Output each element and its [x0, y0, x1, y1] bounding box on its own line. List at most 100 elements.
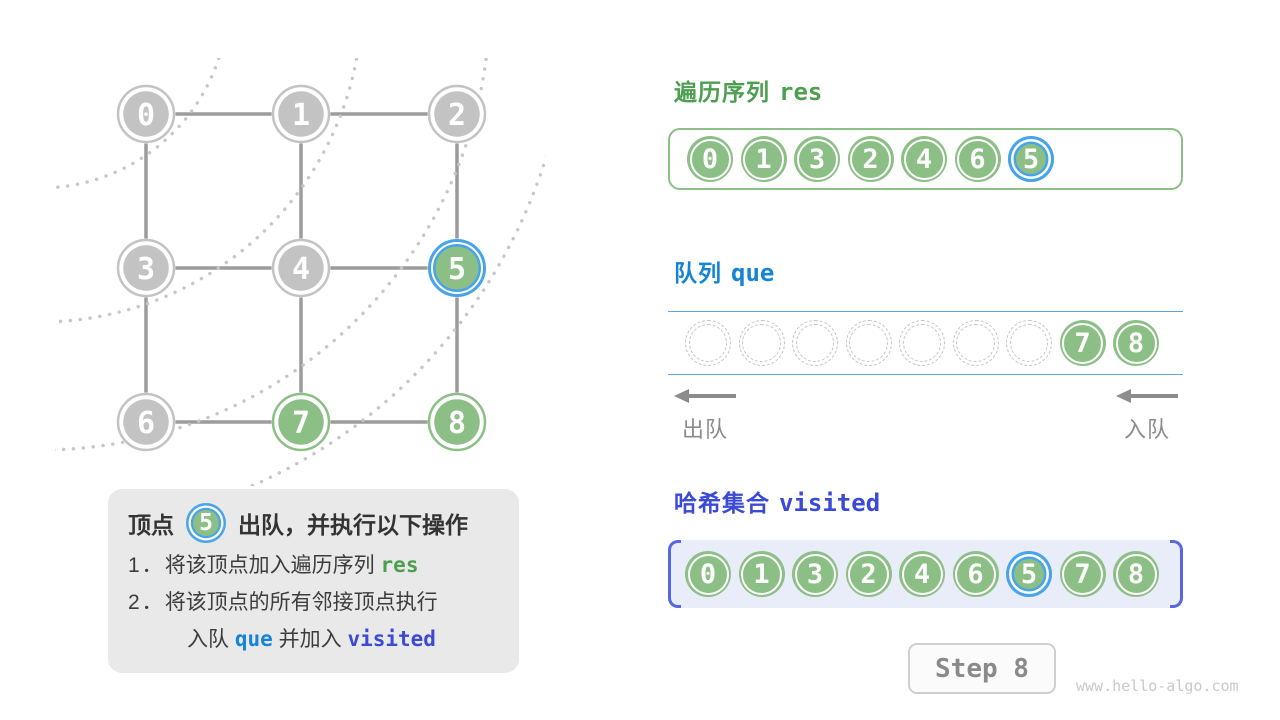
- vertex-label: 5: [448, 252, 466, 287]
- res-heading-cn: 遍历序列: [674, 79, 770, 105]
- visited-chip-1: 1: [738, 551, 785, 597]
- vertex-outer-ring: [427, 84, 487, 144]
- res-token: res: [380, 553, 419, 577]
- step-2-cont-text-1: 入队: [187, 628, 235, 651]
- vertex-core: [278, 399, 324, 445]
- dequeue-arrow-shaft: [686, 394, 736, 398]
- res-chip-2: 2: [847, 136, 894, 182]
- visited-chip-5: 5: [1006, 551, 1052, 597]
- visited-chip-8: 8: [1113, 551, 1159, 597]
- vertex-outer-ring: [428, 239, 486, 297]
- que-token: que: [234, 627, 273, 651]
- visited-heading-cn: 哈希集合: [674, 490, 770, 516]
- vertex-core: [123, 399, 169, 445]
- vertex-outer-ring: [116, 84, 176, 144]
- queue-empty-slot-4: [899, 320, 945, 366]
- enqueue-arrow-shaft: [1128, 394, 1178, 398]
- vertex-label: 1: [292, 98, 310, 133]
- queue-empty-slot-2: [792, 320, 838, 366]
- instruction-step-2-cont: 入队 que 并加入 visited: [128, 621, 499, 659]
- instruction-panel: 顶点 5 出队，并执行以下操作 1．将该顶点加入遍历序列 res 2．将该顶点的…: [108, 489, 519, 673]
- graph-vertex-3: 3: [116, 238, 176, 298]
- graph-vertex-6: 6: [116, 392, 176, 452]
- vertex-outer-ring: [271, 392, 331, 452]
- visited-token: visited: [347, 627, 436, 651]
- vertex-core: [278, 245, 324, 291]
- step-2-cont-text-2: 并加入: [272, 628, 348, 651]
- visited-chip-0: 0: [685, 551, 731, 597]
- vertex-core: [433, 244, 481, 292]
- graph-vertex-4: 4: [271, 238, 331, 298]
- instruction-step-2: 2．将该顶点的所有邻接顶点执行: [128, 585, 499, 622]
- vertex-core: [278, 91, 324, 137]
- instruction-title: 顶点 5 出队，并执行以下操作: [128, 499, 499, 547]
- visited-heading-code: visited: [779, 489, 881, 517]
- res-chip-1: 1: [740, 136, 787, 182]
- vertex-core: [123, 245, 169, 291]
- visited-heading: 哈希集合 visited: [674, 484, 880, 518]
- enqueue-label: 入队: [1124, 417, 1171, 442]
- vertex-outer-ring: [116, 392, 176, 452]
- step-counter-label: Step 8: [935, 653, 1029, 684]
- visited-chip-6: 6: [952, 551, 999, 597]
- res-chip-3: 3: [794, 136, 840, 182]
- step-1-text: 将该顶点加入遍历序列: [164, 554, 381, 577]
- res-heading-code: res: [779, 78, 823, 106]
- step-2-text: 将该顶点的所有邻接顶点执行: [164, 590, 438, 614]
- vertex-label: 0: [137, 98, 155, 133]
- vertex-outer-ring: [271, 84, 331, 144]
- queue-empty-slot-3: [845, 320, 892, 366]
- queue-empty-slot-5: [952, 320, 999, 366]
- res-chip-6: 6: [954, 136, 1001, 182]
- vertex-outer-ring: [116, 238, 176, 298]
- queue-chip-8: 8: [1113, 320, 1159, 366]
- bfs-graph-canvas: 0 1 2 3 4 5 6 7 8: [55, 58, 545, 486]
- graph-vertex-5: 5: [427, 238, 487, 298]
- current-vertex-chip: 5: [186, 503, 226, 543]
- step-counter-box: Step 8: [908, 643, 1056, 694]
- queue-heading-cn: 队列: [674, 260, 722, 286]
- queue-chip-7: 7: [1059, 320, 1106, 366]
- vertex-label: 2: [448, 98, 466, 133]
- queue-empty-slot-0: [685, 320, 731, 366]
- queue-empty-slot-1: [738, 320, 785, 366]
- instruction-step-1: 1．将该顶点加入遍历序列 res: [128, 547, 499, 585]
- vertex-label: 3: [137, 252, 155, 287]
- res-chip-4: 4: [901, 136, 947, 182]
- graph-vertex-0: 0: [116, 84, 176, 144]
- vertex-core: [434, 91, 480, 137]
- enqueue-arrow-icon: [1116, 388, 1178, 404]
- vertex-label: 8: [448, 406, 466, 441]
- vertex-outer-ring: [427, 392, 487, 452]
- vertex-outer-ring: [271, 238, 331, 298]
- watermark: www.hello-algo.com: [1076, 677, 1239, 695]
- queue-heading-code: que: [731, 259, 775, 287]
- vertex-label: 4: [292, 252, 310, 287]
- queue-empty-slot-6: [1006, 320, 1052, 366]
- visited-chip-2: 2: [845, 551, 892, 597]
- vertex-label: 7: [292, 406, 310, 441]
- res-chip-0: 0: [687, 136, 733, 182]
- visited-chip-4: 4: [899, 551, 945, 597]
- vertex-label: 6: [137, 406, 155, 441]
- res-heading: 遍历序列 res: [674, 73, 822, 107]
- queue-heading: 队列 que: [674, 254, 774, 288]
- current-vertex-chip-label: 5: [199, 510, 213, 536]
- vertex-core: [434, 399, 480, 445]
- instruction-title-suffix: 出队，并执行以下操作: [238, 512, 468, 538]
- graph-vertex-2: 2: [427, 84, 487, 144]
- graph-vertex-8: 8: [427, 392, 487, 452]
- visited-chip-3: 3: [792, 551, 838, 597]
- graph-vertex-1: 1: [271, 84, 331, 144]
- dequeue-arrow-icon: [674, 388, 736, 404]
- step-2-number: 2．: [128, 590, 165, 614]
- dequeue-label: 出队: [682, 417, 729, 442]
- step-1-number: 1．: [128, 554, 165, 577]
- res-chip-5: 5: [1008, 136, 1054, 182]
- instruction-title-prefix: 顶点: [128, 512, 174, 538]
- vertex-core: [123, 91, 169, 137]
